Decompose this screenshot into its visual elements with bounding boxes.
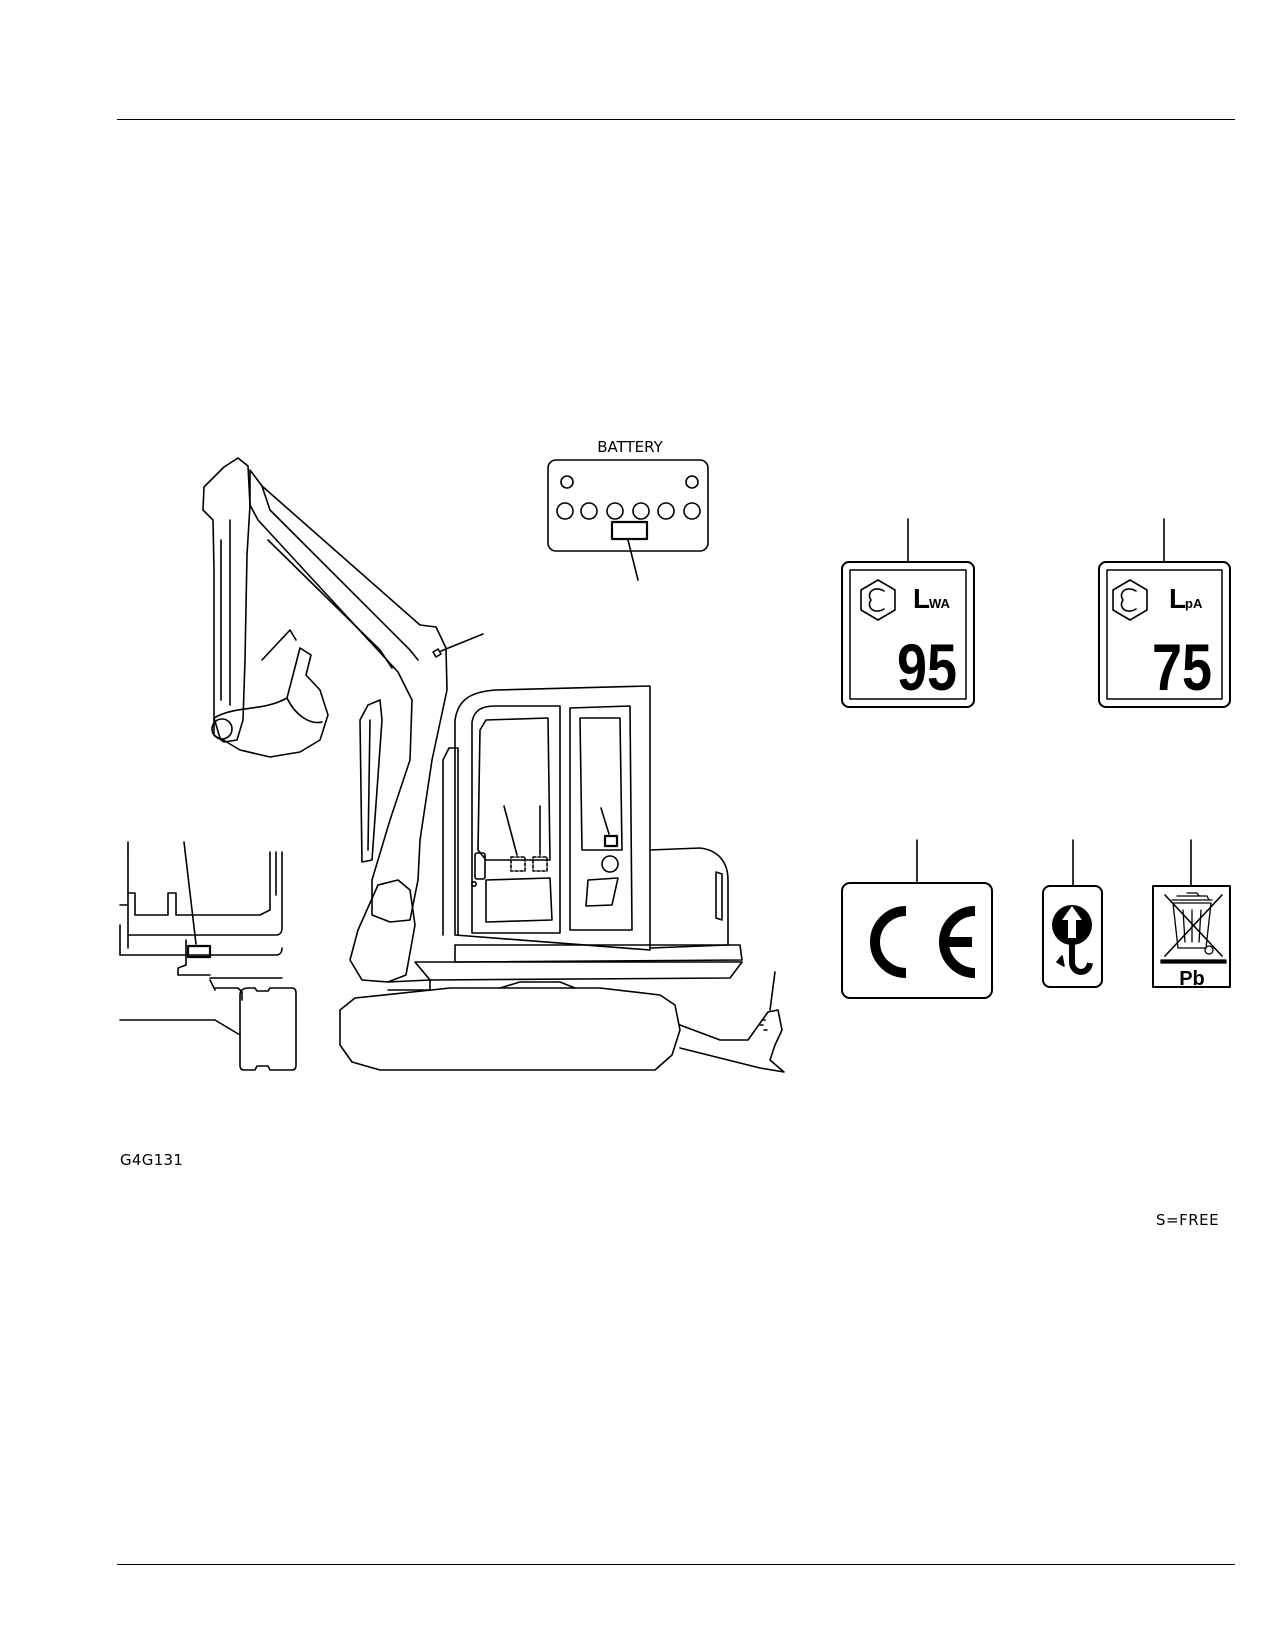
lpa-letter: L xyxy=(1169,583,1186,614)
ce-mark-decal xyxy=(841,839,993,999)
sound-pressure-decal: L pA 75 xyxy=(1098,518,1231,708)
hook-lift-icon xyxy=(1052,905,1093,975)
hex-ear-icon xyxy=(1112,579,1148,621)
battery-recycle-decal: Pb xyxy=(1152,839,1231,990)
pb-label: Pb xyxy=(1179,968,1205,990)
crossed-bin-icon xyxy=(1160,892,1227,964)
lwa-subscript: WA xyxy=(929,596,951,611)
top-rule xyxy=(117,119,1235,120)
figure-code: G4G131 xyxy=(120,1151,184,1169)
battery-label: BATTERY xyxy=(597,438,663,456)
hex-ear-icon xyxy=(860,579,896,621)
ce-mark-icon xyxy=(870,906,976,978)
excavator-drawing xyxy=(202,457,785,1073)
lpa-subscript: pA xyxy=(1185,596,1203,611)
lpa-value: 75 xyxy=(1152,630,1212,704)
sound-power-decal: L WA 95 xyxy=(841,518,975,708)
battery-drawing: BATTERY xyxy=(547,438,709,581)
detail-view-drawing xyxy=(119,841,297,1071)
hook-decal xyxy=(1042,839,1103,988)
bottom-rule xyxy=(117,1564,1235,1565)
lwa-letter: L xyxy=(913,583,930,614)
scale-note: S=FREE xyxy=(1156,1211,1220,1229)
lwa-value: 95 xyxy=(897,630,957,704)
